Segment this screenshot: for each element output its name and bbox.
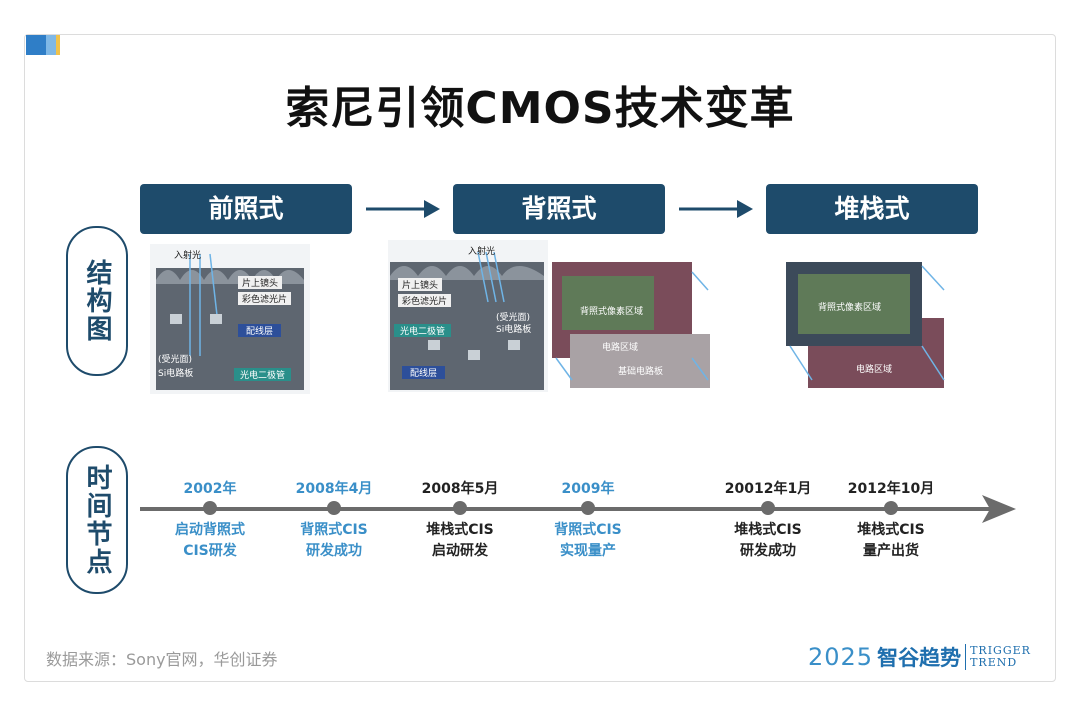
back-chip-diagram: 背照式像素区域 电路区域 基础电路板 [552,262,712,392]
back-chip-substrate-label: 基础电路板 [618,367,664,377]
brand-english-line1: TRIGGER [970,644,1031,657]
timeline-description-line1: 堆栈式CIS [426,522,494,538]
timeline-date: 2012年10月 [847,481,935,497]
timeline-description: 背照式CIS 实现量产 [513,520,663,562]
front-si-board-label: Si电路板 [158,369,194,379]
timeline-date: 2002年 [183,481,237,497]
back-chip-pixel-area [562,276,654,330]
side-label-structure-text: 结构图 [82,259,112,343]
timeline-description: 背照式CIS 研发成功 [259,520,409,562]
brand-year: 2025 [808,643,874,671]
timeline-description-line1: 堆栈式CIS [734,522,802,538]
back-microlens-icon [390,266,544,280]
back-light-side-label: (受光面) [496,313,531,323]
stacked-chip-diagram: 背照式像素区域 电路区域 [786,262,946,394]
brand-logo: 2025 智谷趋势 TRIGGER TREND [808,642,1031,672]
corner-accent-blue [26,35,46,55]
stacked-chip-circuit-label: 电路区域 [856,365,893,375]
timeline-description-line1: 背照式CIS [554,522,622,538]
timeline-date: 2008年4月 [295,481,373,497]
back-microlens-label: 片上镜头 [398,278,443,291]
data-source: 数据来源：Sony官网，华创证券 [46,650,278,669]
timeline-description-line1: 堆栈式CIS [857,522,925,538]
brand-english: TRIGGER TREND [970,645,1031,669]
timeline-dot [203,501,217,515]
page-title: 索尼引领CMOS技术变革 [285,83,795,134]
front-photodiode-label: 光电二极管 [234,368,292,381]
timeline-dot [761,501,775,515]
stage-front-illuminated: 前照式 [140,184,352,234]
timeline-arrowhead-icon [982,495,1016,523]
front-light-rays-icon [170,253,222,356]
timeline-description-line2: 实现量产 [560,543,616,559]
side-label-timeline: 时间节点 [66,446,128,594]
back-chip-circuit-label: 电路区域 [602,343,639,353]
timeline-description: 堆栈式CIS 研发成功 [693,520,843,562]
stage-back-illuminated: 背照式 [453,184,665,234]
side-label-timeline-text: 时间节点 [82,464,112,576]
front-incident-light-label: 入射光 [174,251,202,261]
back-si-board-label: Si电路板 [496,325,532,335]
back-chip-pixel-label: 背照式像素区域 [580,307,644,317]
timeline-dot [581,501,595,515]
front-wiring-label: 配线层 [238,324,282,337]
timeline-date: 2008年5月 [421,481,499,497]
timeline-dot [884,501,898,515]
timeline-description-line1: 启动背照式 [175,522,245,538]
back-photodiode-label: 光电二极管 [394,324,452,337]
timeline-description-line2: 启动研发 [432,543,488,559]
corner-accent-light [46,35,56,55]
timeline-description: 启动背照式 CIS研发 [135,520,285,562]
back-color-filter-label: 彩色滤光片 [398,294,452,307]
timeline-description: 堆栈式CIS 量产出货 [816,520,966,562]
front-microlens-label: 片上镜头 [238,276,283,289]
brand-name: 智谷趋势 [877,645,962,670]
stacked-chip-pixel-area [798,274,910,334]
brand-separator [965,644,967,670]
stacked-chip-edge-lines-icon [789,265,945,381]
back-incident-light-label: 入射光 [468,247,496,257]
arrow-right-icon [679,200,753,218]
timeline-date: 2009年 [561,481,615,497]
timeline-description-line2: 研发成功 [740,543,796,559]
back-light-rays-icon [428,251,520,360]
back-chip-bottom-layer [570,334,710,388]
front-color-filter-label: 彩色滤光片 [238,292,292,305]
front-light-side-label: (受光面) [158,355,193,365]
timeline-date: 20012年1月 [724,481,812,497]
timeline-description: 堆栈式CIS 启动研发 [385,520,535,562]
arrow-right-icon [366,200,440,218]
side-label-structure: 结构图 [66,226,128,376]
brand-english-line2: TREND [970,656,1018,669]
corner-accent-yellow [56,35,60,55]
timeline-description-line2: CIS研发 [183,543,237,559]
timeline-dot [453,501,467,515]
timeline-axis [140,507,990,511]
back-illuminated-diagram: 入射光 片上镜头 彩色滤光片 光电二极管 (受光面) Si电路板 配线层 [388,240,548,392]
back-chip-edge-lines-icon [555,271,709,381]
stacked-chip-top-layer [786,262,922,346]
timeline-description-line2: 量产出货 [863,543,919,559]
front-illuminated-diagram: 入射光 片上镜头 彩色滤光片 配线层 (受光面) Si电路板 光电二极管 [150,244,310,394]
timeline-description-line2: 研发成功 [306,543,362,559]
stacked-chip-pixel-label: 背照式像素区域 [818,303,882,313]
stage-stacked: 堆栈式 [766,184,978,234]
back-wiring-label: 配线层 [402,366,446,379]
timeline-dot [327,501,341,515]
timeline-description-line1: 背照式CIS [300,522,368,538]
